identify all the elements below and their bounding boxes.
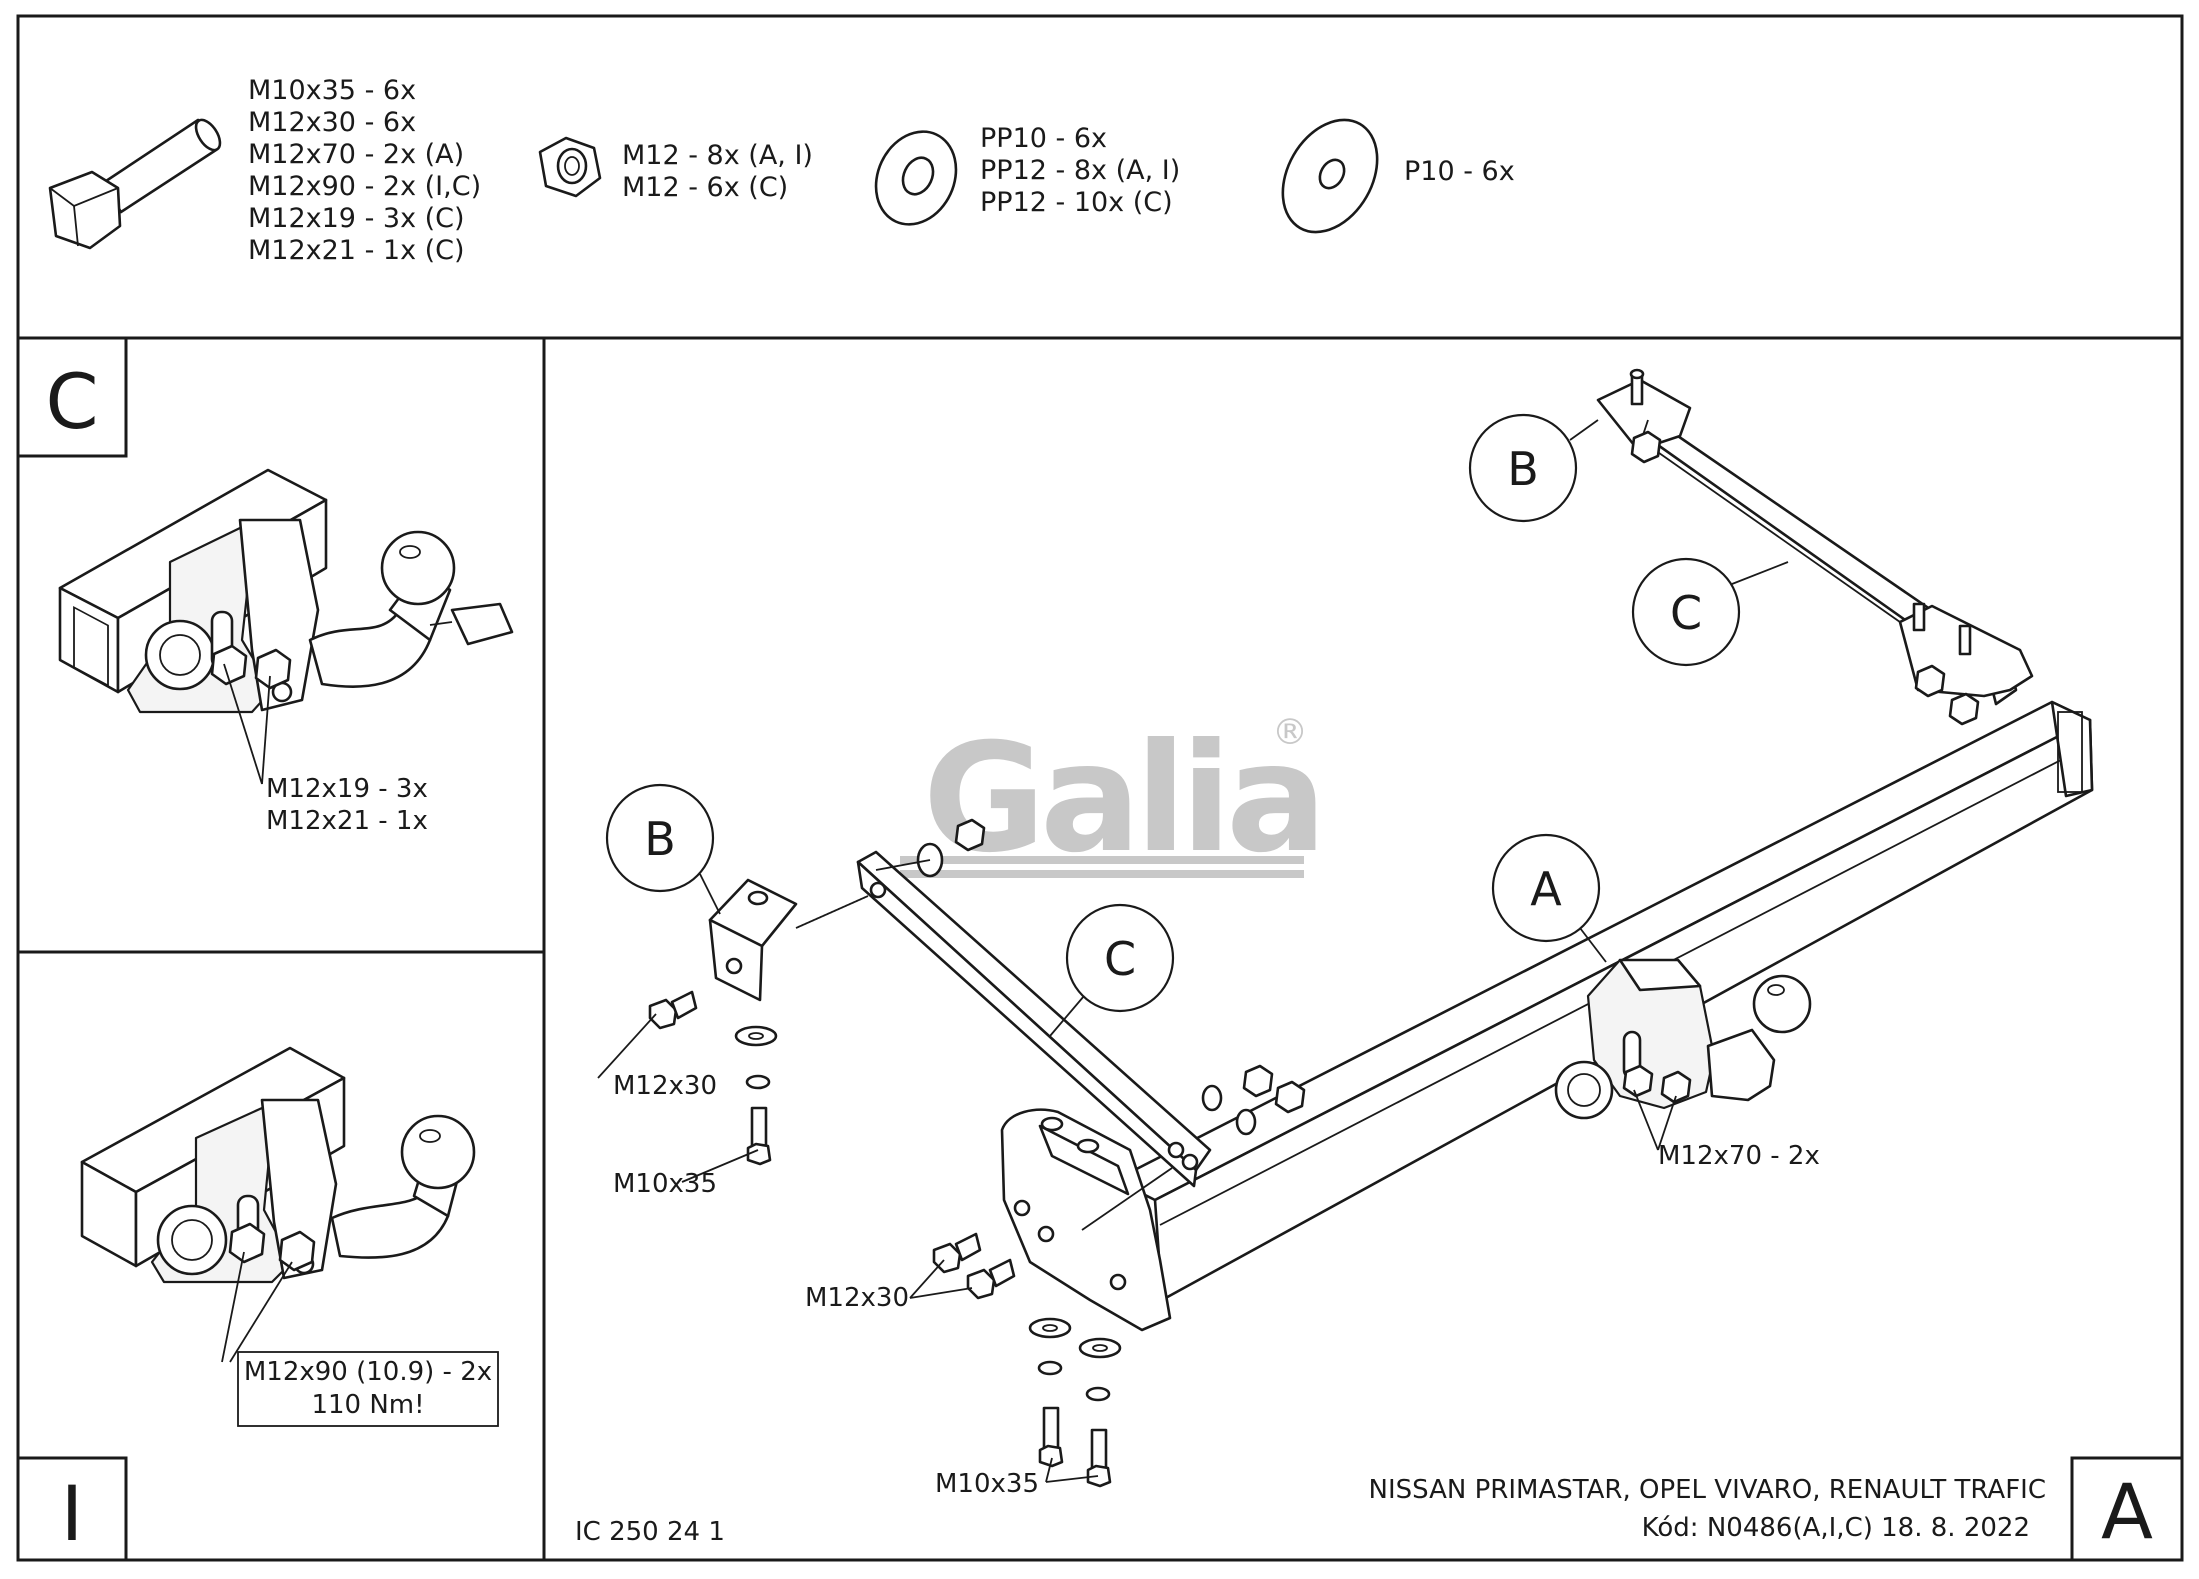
label-m10x35-left: M10x35 xyxy=(613,1169,717,1199)
hex-bolt-specs: M10x35 - 6x M12x30 - 6x M12x70 - 2x (A) … xyxy=(248,75,481,266)
washer-pp-spec-2: PP12 - 8x (A, I) xyxy=(980,155,1180,186)
bolt-spec-4: M12x90 - 2x (I,C) xyxy=(248,171,481,202)
panel-i-letter-box xyxy=(16,1456,128,1562)
galia-logo: Galia ® xyxy=(900,712,1327,886)
bolt-spec-5: M12x19 - 3x (C) xyxy=(248,203,465,234)
svg-text:C: C xyxy=(1670,586,1702,640)
washer-p-icon xyxy=(1281,118,1379,234)
panel-c-letter: C xyxy=(45,357,98,446)
doc-code: IC 250 24 1 xyxy=(575,1517,725,1547)
bolt-spec-3: M12x70 - 2x (A) xyxy=(248,139,464,170)
bolt-spec-6: M12x21 - 1x (C) xyxy=(248,235,465,266)
main-letter: A xyxy=(2101,1467,2153,1556)
bubble-b-left: B xyxy=(605,783,721,915)
panel-i-callout-line2: 110 Nm! xyxy=(311,1390,424,1420)
bubble-c-mid: C xyxy=(1049,903,1175,1037)
panel-i-towbar-illustration xyxy=(80,1046,476,1284)
bolt-spec-1: M10x35 - 6x xyxy=(248,75,416,106)
galia-logo-underline-2 xyxy=(900,870,1304,878)
washer-pp-icon xyxy=(874,130,958,226)
main-leader-lines xyxy=(597,1013,1677,1483)
galia-logo-registered-mark: ® xyxy=(1272,712,1308,753)
panel-i-callout-line1: M12x90 (10.9) - 2x xyxy=(244,1357,492,1387)
label-m12x70: M12x70 - 2x xyxy=(1658,1141,1820,1171)
panel-c-callout-line2: M12x21 - 1x xyxy=(266,806,428,836)
kod-and-date: Kód: N0486(A,I,C) 18. 8. 2022 xyxy=(1642,1513,2030,1543)
hex-bolt-icon xyxy=(48,118,222,250)
label-m10x35-bottom: M10x35 xyxy=(935,1469,1039,1499)
bubble-b-top: B xyxy=(1468,413,1599,523)
bubble-c-top: C xyxy=(1631,557,1789,667)
svg-text:C: C xyxy=(1104,932,1136,986)
panel-c-callout-line1: M12x19 - 3x xyxy=(266,774,428,804)
panel-c-leader-lines xyxy=(223,663,271,785)
nut-spec-1: M12 - 8x (A, I) xyxy=(622,140,813,171)
main-assembly-illustration xyxy=(648,368,2094,1488)
svg-text:A: A xyxy=(1530,862,1562,916)
galia-logo-underline xyxy=(900,856,1304,864)
svg-text:B: B xyxy=(1507,442,1539,496)
hex-nut-icon xyxy=(538,136,602,198)
outer-frame xyxy=(16,14,2184,1562)
washer-pp-spec-3: PP12 - 10x (C) xyxy=(980,187,1173,218)
panel-i-callout-box xyxy=(237,1351,499,1427)
washer-p-spec: P10 - 6x xyxy=(1404,156,1515,187)
nut-specs: M12 - 8x (A, I) M12 - 6x (C) xyxy=(622,140,813,203)
washer-pp-specs: PP10 - 6x PP12 - 8x (A, I) PP12 - 10x (C… xyxy=(980,123,1180,218)
label-m12x30-left: M12x30 xyxy=(613,1071,717,1101)
bolt-spec-2: M12x30 - 6x xyxy=(248,107,416,138)
svg-text:B: B xyxy=(644,812,676,866)
panel-i-letter: I xyxy=(61,1469,83,1558)
nut-spec-2: M12 - 6x (C) xyxy=(622,172,788,203)
bubble-a-mid: A xyxy=(1491,833,1607,963)
vehicle-models: NISSAN PRIMASTAR, OPEL VIVARO, RENAULT T… xyxy=(1369,1475,2047,1505)
panel-i-leader-lines xyxy=(221,1251,293,1363)
panel-c-letter-box xyxy=(16,336,128,458)
washer-pp-spec-1: PP10 - 6x xyxy=(980,123,1107,154)
label-m12x30-bottom: M12x30 xyxy=(805,1283,909,1313)
panel-c-towbar-illustration xyxy=(58,468,514,714)
main-letter-box xyxy=(2070,1456,2184,1562)
left-bracket-bolt xyxy=(648,990,698,1030)
